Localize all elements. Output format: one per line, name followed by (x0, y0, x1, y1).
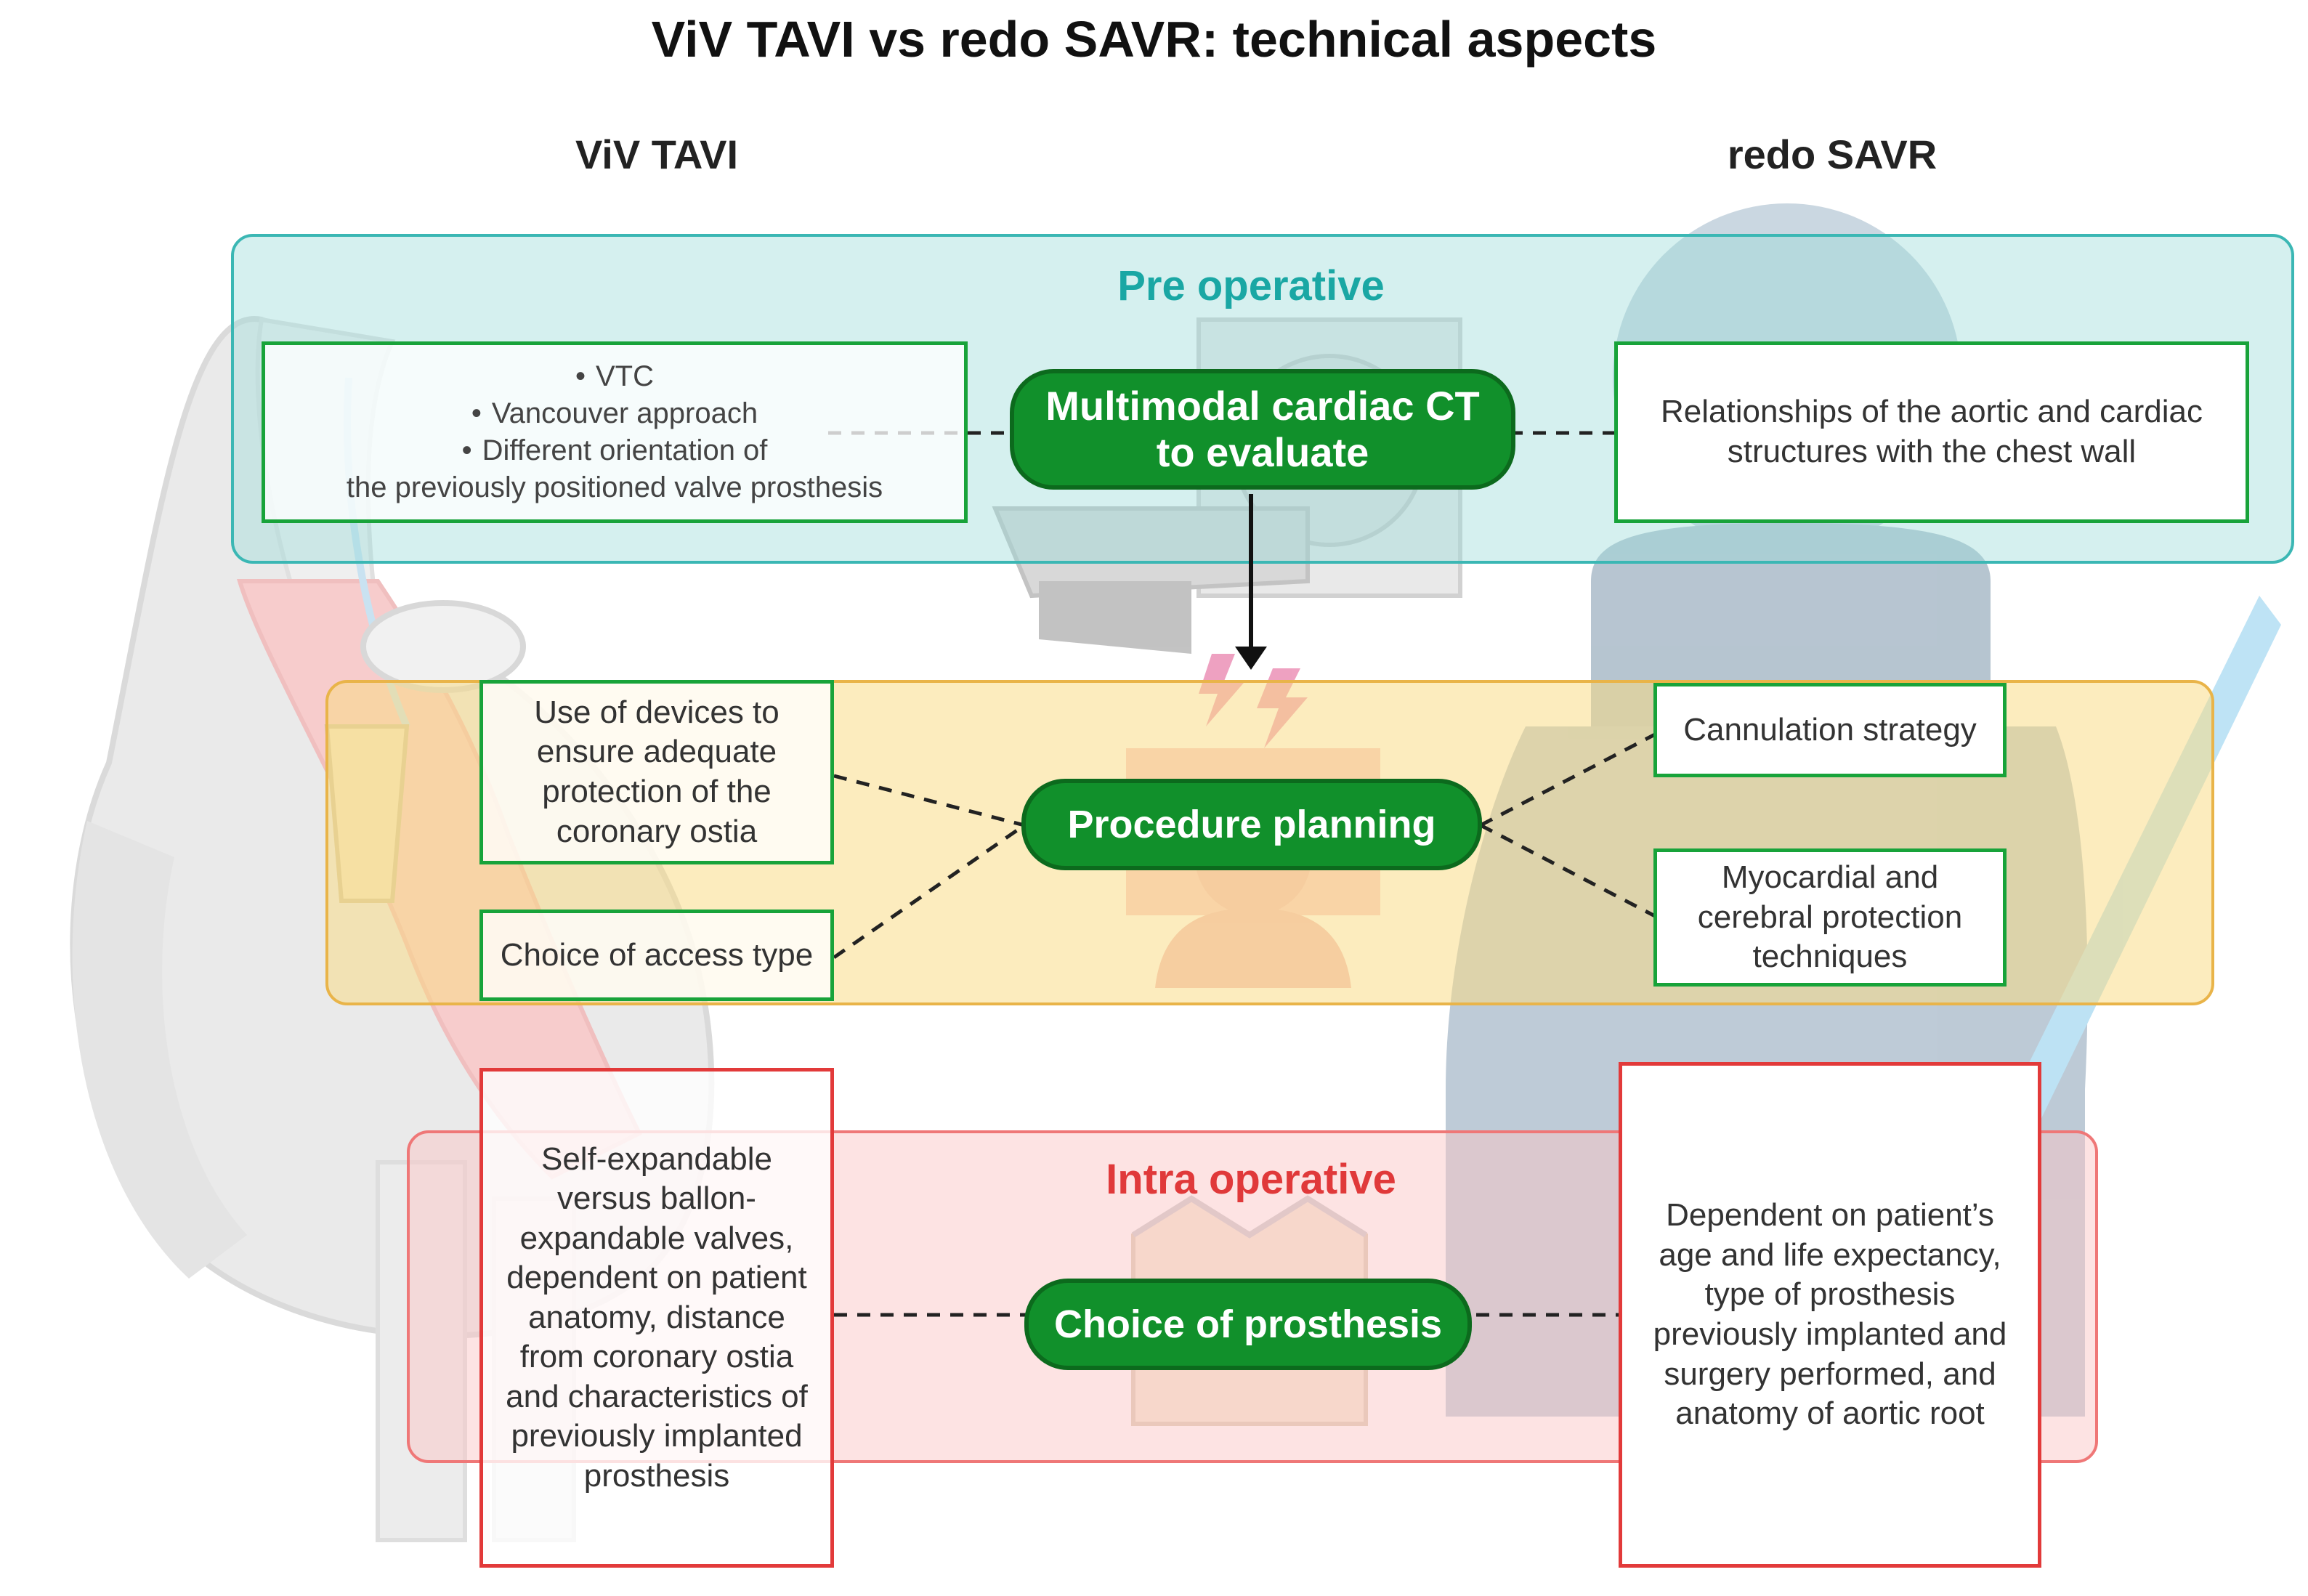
pre-operative-label: Pre operative (1117, 262, 1385, 309)
bullet-item: Vancouver approach (462, 395, 768, 432)
node-line: Multimodal cardiac CT (1045, 382, 1480, 429)
column-heading-right: redo SAVR (1727, 131, 1937, 177)
planning-left-bottom-box: Choice of access type (479, 910, 834, 1001)
pre-operative-right-box: Relationships of the aortic and cardiac … (1614, 341, 2249, 523)
connector-plan-right-bottom (1479, 823, 1658, 919)
connector-plan-left-top (833, 774, 1025, 827)
planning-right-bottom-box: Myocardial and cerebral protection techn… (1653, 848, 2007, 987)
planning-right-top-box: Cannulation strategy (1653, 683, 2007, 777)
intra-operative-label: Intra operative (1106, 1156, 1396, 1203)
planning-left-top-box: Use of devices to ensure adequate protec… (479, 680, 834, 864)
pre-operative-bullet-list: VTC Vancouver approach Different orienta… (462, 358, 768, 470)
column-heading-left: ViV TAVI (575, 131, 739, 177)
node-line: to evaluate (1156, 429, 1369, 475)
intra-right-box: Dependent on patient’s age and life expe… (1619, 1062, 2041, 1568)
bullet-item: Different orientation of (462, 432, 768, 469)
connector-plan-left-bottom (833, 823, 1026, 960)
procedure-planning-node: Procedure planning (1021, 779, 1482, 870)
pre-operative-left-box: VTC Vancouver approach Different orienta… (262, 341, 968, 523)
choice-of-prosthesis-node: Choice of prosthesis (1024, 1279, 1472, 1370)
bullet-item: VTC (462, 358, 768, 395)
connector-plan-right-top (1479, 732, 1658, 827)
arrow-head (1235, 647, 1267, 670)
multimodal-ct-node: Multimodal cardiac CT to evaluate (1010, 369, 1515, 490)
intra-left-box: Self-expandable versus ballon-expandable… (479, 1068, 834, 1568)
bullet-continuation: the previously positioned valve prosthes… (346, 471, 883, 504)
page-title: ViV TAVI vs redo SAVR: technical aspects (651, 11, 1657, 68)
